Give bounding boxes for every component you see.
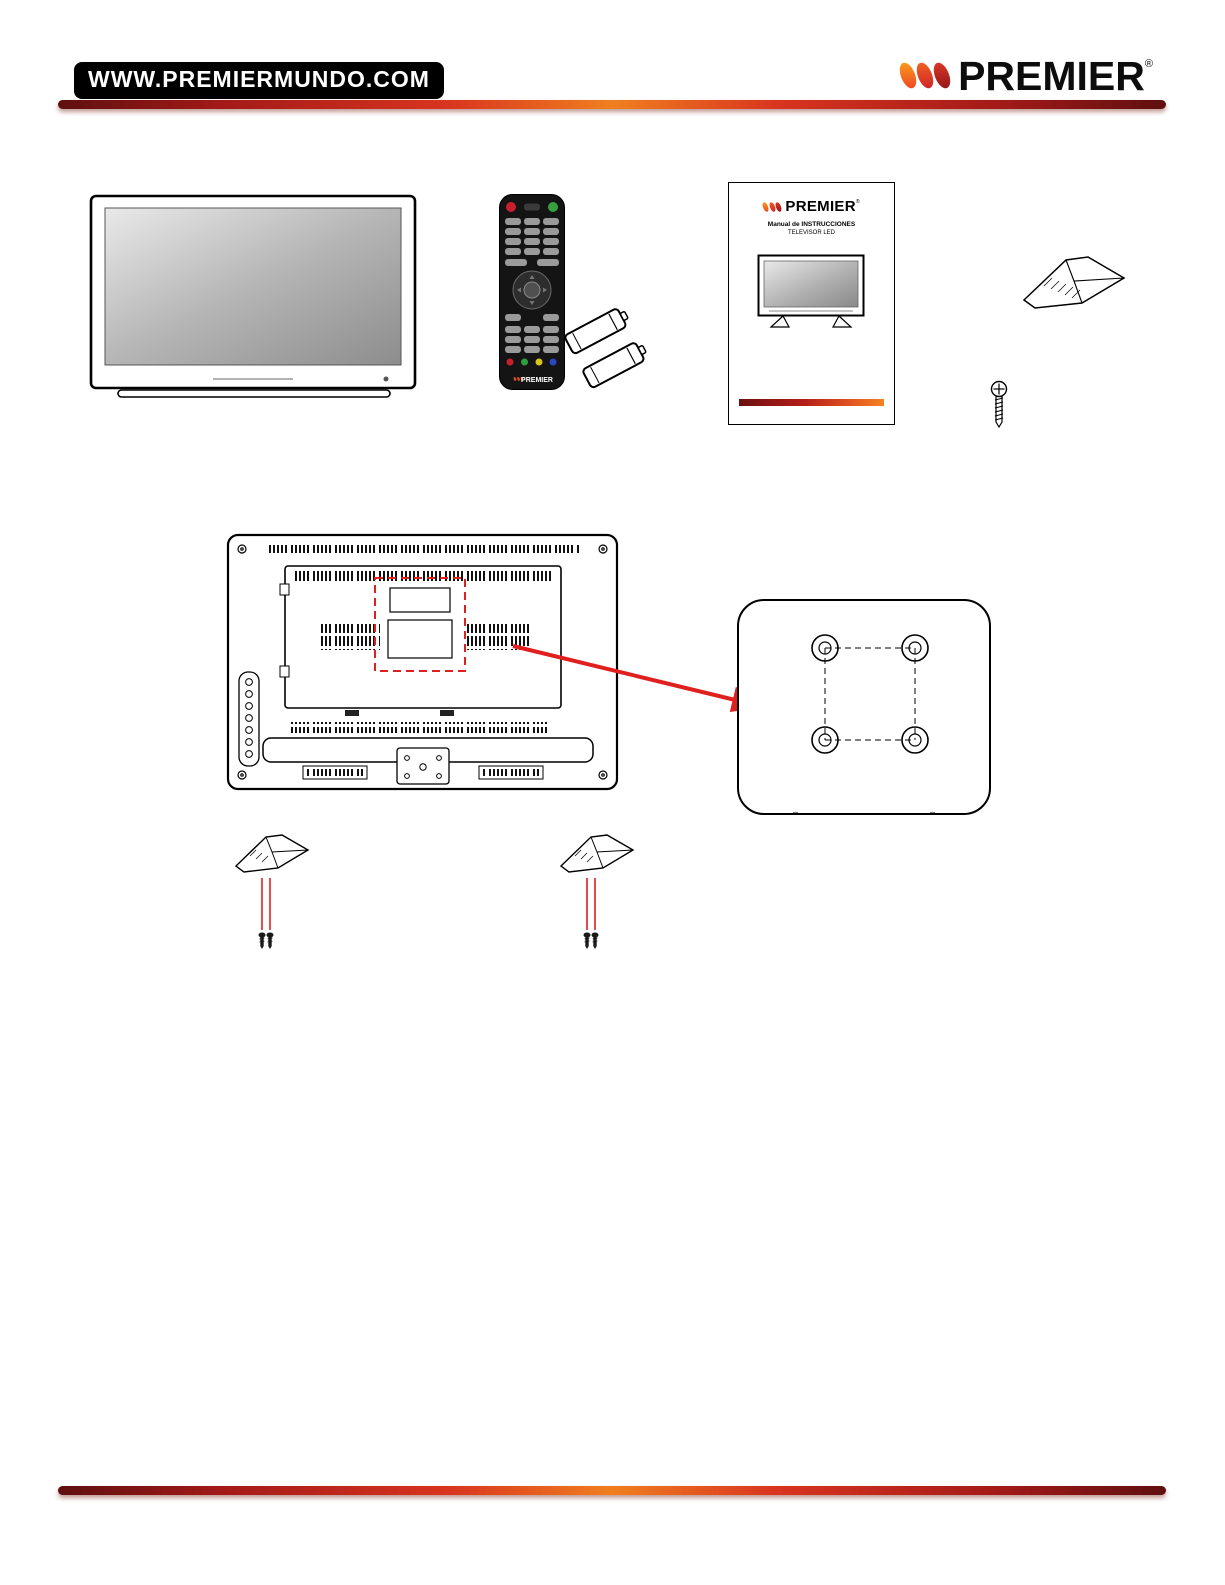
batteries-illustration <box>564 308 647 389</box>
remote-color-buttons <box>506 358 557 366</box>
manual-brand-text: PREMIER <box>785 198 856 215</box>
remote-brand-dots-icon <box>513 377 524 381</box>
tv-screen <box>104 207 402 366</box>
mount-plate <box>737 599 991 815</box>
stand-screws <box>258 932 274 949</box>
wall-mount-plate-illustration <box>737 599 991 815</box>
remote-power-button <box>506 202 516 212</box>
remote-function-buttons <box>505 314 559 353</box>
left-foot-vent <box>302 765 368 780</box>
right-foot-vent <box>478 765 544 780</box>
manual-tv-illustration <box>757 254 864 328</box>
top-gradient-bar <box>58 100 1166 109</box>
premier-logo-dots-icon <box>761 201 784 213</box>
logo-dot-icon <box>774 201 784 213</box>
remote-brand-text: PREMIER <box>521 377 553 384</box>
screw-illustration <box>990 380 1008 429</box>
premier-logo-dots-icon <box>896 60 954 91</box>
battery <box>582 342 647 389</box>
stand-foot-illustration <box>1022 256 1126 309</box>
battery <box>564 308 629 355</box>
connector-column <box>238 671 260 767</box>
manual-subtitle: TELEVISOR LED <box>787 230 835 236</box>
manual-cover-illustration: PREMIER ® Manual de INSTRUCCIONES TELEVI… <box>728 182 895 425</box>
logo-dot-icon <box>930 60 954 91</box>
tv-rear-illustration <box>226 533 619 791</box>
vesa-area-highlight <box>374 577 466 672</box>
stand-base-right-illustration <box>559 834 635 949</box>
remote-number-pad <box>505 218 559 266</box>
registered-mark: ® <box>1144 58 1153 70</box>
lower-vent-slots <box>287 722 549 733</box>
top-vent-slots <box>267 542 579 553</box>
left-vent-slots <box>320 624 380 650</box>
bottom-gradient-bar <box>58 1486 1166 1495</box>
manual-gradient-bar <box>739 399 884 406</box>
registered-mark: ® <box>855 199 860 205</box>
manual-title: Manual de INSTRUCCIONES <box>767 221 856 228</box>
remote-mute-button <box>548 202 558 212</box>
hole-spacing-guides <box>824 647 916 741</box>
stand-screws <box>583 932 599 949</box>
premier-logo: PREMIER ® <box>896 53 1153 99</box>
stand-mount-plate <box>396 747 450 785</box>
alignment-lines <box>586 878 596 930</box>
connector-ports <box>245 678 253 758</box>
stand-base-left-illustration <box>234 834 310 949</box>
alignment-lines <box>261 878 271 930</box>
corner-screws <box>237 544 608 780</box>
tv-front-illustration <box>89 194 417 398</box>
panel-vent-slots <box>295 571 551 581</box>
vesa-label <box>387 619 453 659</box>
red-arrow <box>512 644 764 713</box>
power-led <box>383 376 389 382</box>
site-url-badge: WWW.PREMIERMUNDO.COM <box>74 62 444 99</box>
tv-base-stand <box>117 389 391 398</box>
premier-logo-text: PREMIER <box>958 53 1145 99</box>
vesa-label <box>389 587 451 613</box>
manual-brand-logo: PREMIER ® <box>729 199 894 214</box>
remote-control-illustration: PREMIER <box>499 194 565 390</box>
stand-foot <box>234 834 310 873</box>
stand-foot <box>559 834 635 873</box>
remote-ok-button <box>523 281 541 299</box>
